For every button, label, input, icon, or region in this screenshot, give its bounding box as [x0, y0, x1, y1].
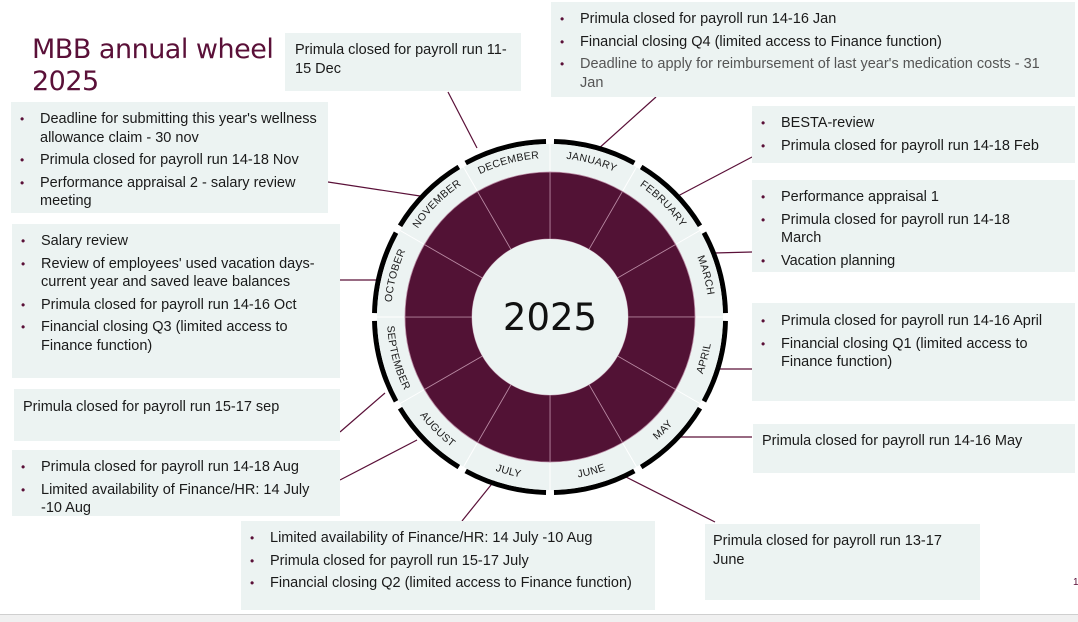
outline-arc-segment [639, 406, 703, 470]
outline-arc-segment [372, 231, 399, 314]
band-divider [622, 166, 637, 192]
connector-line [675, 156, 753, 198]
connector-line [447, 91, 478, 149]
outline-arc-segment [553, 468, 636, 495]
title-line-2: 2025 [32, 66, 99, 97]
callout-february-item: BESTA-review [752, 114, 1069, 133]
callout-october-item: Review of employees' used vacation days-… [12, 255, 326, 292]
callout-october-item: Salary review [12, 232, 326, 251]
callout-july-item: Limited availability of Finance/HR: 14 J… [241, 529, 641, 548]
outline-arc-segment [397, 406, 461, 470]
callout-april: Primula closed for payroll run 14-16 Apr… [752, 303, 1075, 401]
callout-october: Salary review Review of employees' used … [12, 224, 340, 378]
callout-august-item: Primula closed for payroll run 14-18 Aug [12, 458, 328, 477]
callout-november-item: Primula closed for payroll run 14-18 Nov [11, 151, 322, 170]
callout-july-item: Primula closed for payroll run 15-17 Jul… [241, 552, 641, 571]
callout-december: Primula closed for payroll run 11-15 Dec [285, 33, 521, 91]
callout-august-item: Limited availability of Finance/HR: 14 J… [12, 481, 328, 518]
band-divider [675, 389, 701, 404]
callout-february-item: Primula closed for payroll run 14-18 Feb [752, 137, 1069, 156]
connector-line [339, 439, 418, 481]
callout-october-item: Financial closing Q3 (limited access to … [12, 318, 326, 355]
connector-line [596, 96, 657, 151]
outline-arc-segment [701, 320, 728, 403]
callout-january-item: Primula closed for payroll run 14-16 Jan [551, 10, 1065, 29]
page-title: MBB annual wheel 2025 [32, 34, 274, 98]
callout-may: Primula closed for payroll run 14-16 May [753, 424, 1075, 473]
outline-arc-segment [553, 139, 636, 166]
band-divider [463, 166, 478, 192]
callout-april-item: Financial closing Q1 (limited access to … [752, 335, 1061, 372]
connector-line [339, 392, 386, 433]
outline-arc-segment [397, 164, 461, 228]
callout-november: Deadline for submitting this year's well… [11, 102, 328, 213]
callout-january-item: Financial closing Q4 (limited access to … [551, 33, 1065, 52]
callout-march-item: Vacation planning [752, 252, 1035, 271]
callout-march-item: Performance appraisal 1 [752, 188, 1035, 207]
title-line-1: MBB annual wheel [32, 34, 274, 65]
callout-july: Limited availability of Finance/HR: 14 J… [241, 521, 655, 610]
callout-november-item: Performance appraisal 2 - salary review … [11, 174, 322, 211]
band-divider [399, 230, 425, 245]
callout-july-item: Financial closing Q2 (limited access to … [241, 574, 641, 593]
band-divider [622, 442, 637, 468]
wheel-center-circle [472, 239, 628, 395]
callout-june: Primula closed for payroll run 13-17 Jun… [705, 524, 980, 600]
connector-line [327, 181, 421, 197]
callout-january-item: Deadline to apply for reimbursement of l… [551, 55, 1065, 92]
callout-october-item: Primula closed for payroll run 14-16 Oct [12, 296, 326, 315]
connector-line [713, 251, 753, 254]
callout-december-text: Primula closed for payroll run 11-15 Dec [295, 42, 507, 77]
callout-november-item: Deadline for submitting this year's well… [11, 110, 322, 147]
outline-arc-segment [464, 139, 547, 166]
wheel-outline-arcs [372, 139, 728, 495]
callout-march-item: Primula closed for payroll run 14-18 Mar… [752, 211, 1035, 248]
callout-may-text: Primula closed for payroll run 14-16 May [762, 433, 1023, 449]
outline-arc-segment [372, 320, 399, 403]
callout-august: Primula closed for payroll run 14-18 Aug… [12, 450, 340, 516]
month-segments-ring [404, 171, 696, 463]
outline-arc-segment [701, 231, 728, 314]
callout-june-text: Primula closed for payroll run 13-17 Jun… [713, 533, 942, 568]
outline-arc-segment [639, 164, 703, 228]
connector-line [625, 476, 716, 523]
callout-february: BESTA-review Primula closed for payroll … [752, 106, 1075, 163]
band-divider [463, 442, 478, 468]
footer-bar [0, 614, 1078, 622]
callout-september: Primula closed for payroll run 15-17 sep [14, 389, 340, 441]
callout-september-text: Primula closed for payroll run 15-17 sep [23, 399, 280, 415]
connector-lines [327, 91, 753, 523]
callout-january: Primula closed for payroll run 14-16 Jan… [551, 2, 1075, 97]
band-divider [399, 389, 425, 404]
page-number: 1 [1073, 577, 1078, 588]
callout-march: Performance appraisal 1 Primula closed f… [752, 180, 1075, 272]
wheel-center-year: 2025 [503, 296, 597, 339]
band-divider [675, 230, 701, 245]
callout-april-item: Primula closed for payroll run 14-16 Apr… [752, 312, 1061, 331]
connector-line [461, 479, 496, 522]
outline-arc-segment [464, 468, 547, 495]
